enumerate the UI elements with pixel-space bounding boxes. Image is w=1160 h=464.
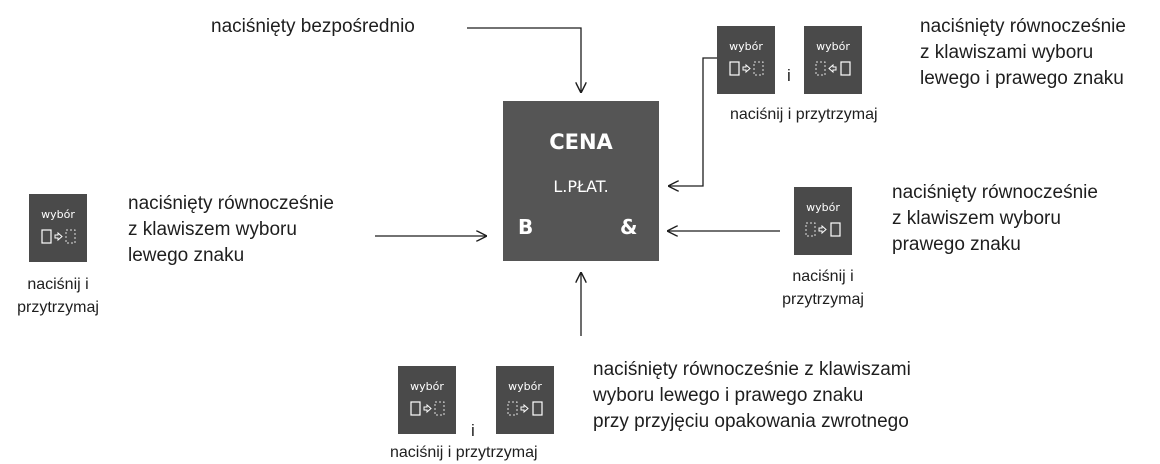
left-line1: naciśnięty równocześnie: [128, 193, 334, 214]
right-caption-line1: naciśnij i: [792, 268, 854, 285]
main-key-right-char: &: [620, 215, 638, 239]
key-label: wybór: [729, 40, 763, 53]
select-right-key-icon: [805, 222, 841, 237]
top-right-line1: naciśnięty równocześnie: [920, 16, 1126, 37]
select-left-key-icon: [41, 229, 76, 244]
right-line1: naciśnięty równocześnie: [892, 182, 1098, 203]
left-line3: lewego znaku: [128, 245, 245, 266]
left-caption-line1: naciśnij i: [27, 276, 89, 293]
select-left-key-icon: [410, 401, 445, 416]
select-right-key-bottom[interactable]: wybór: [496, 366, 554, 434]
arrow-top: [467, 27, 581, 93]
top-label: naciśnięty bezpośrednio: [211, 16, 415, 37]
select-left-key-icon: [729, 61, 764, 76]
key-label: wybór: [41, 208, 75, 221]
and-separator-bottom: i: [471, 421, 475, 440]
select-right-key-top-right[interactable]: wybór: [804, 26, 862, 94]
cena-lplat-key[interactable]: CENA L.PŁAT. B &: [503, 101, 659, 261]
right-line2: z klawiszem wyboru: [892, 208, 1061, 229]
main-key-line1: CENA: [549, 130, 613, 154]
main-key-left-char: B: [518, 215, 534, 239]
right-caption-line2: przytrzymaj: [782, 291, 864, 308]
select-left-key-bottom[interactable]: wybór: [398, 366, 456, 434]
main-key-line2: L.PŁAT.: [553, 177, 609, 196]
bottom-caption: naciśnij i przytrzymaj: [390, 444, 538, 461]
top-right-caption: naciśnij i przytrzymaj: [730, 106, 878, 123]
select-left-key-left[interactable]: wybór: [29, 194, 87, 262]
key-label: wybór: [410, 380, 444, 393]
bottom-line3: przy przyjęciu opakowania zwrotnego: [593, 411, 909, 432]
left-line2: z klawiszem wyboru: [128, 219, 297, 240]
key-label: wybór: [806, 201, 840, 214]
key-label: wybór: [816, 40, 850, 53]
select-left-key-top-right[interactable]: wybór: [717, 26, 775, 94]
and-separator: i: [787, 66, 791, 85]
select-right-key-icon: [507, 401, 543, 416]
select-right-key-right[interactable]: wybór: [794, 187, 852, 255]
top-right-line3: lewego i prawego znaku: [920, 68, 1124, 89]
bottom-line2: wyboru lewego i prawego znaku: [593, 385, 864, 406]
key-label: wybór: [508, 380, 542, 393]
select-right-key-icon: [815, 61, 851, 76]
arrow-top-right: [668, 57, 717, 186]
right-line3: prawego znaku: [892, 234, 1021, 255]
bottom-line1: naciśnięty równocześnie z klawiszami: [593, 359, 911, 380]
top-right-line2: z klawiszami wyboru: [920, 42, 1094, 63]
left-caption-line2: przytrzymaj: [17, 299, 99, 316]
